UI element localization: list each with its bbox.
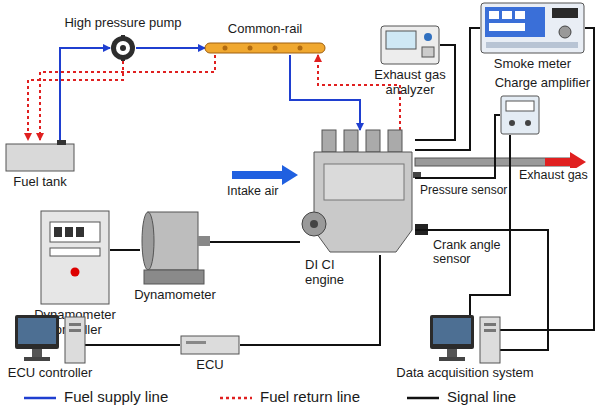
connector-line bbox=[210, 241, 300, 243]
connector-line bbox=[110, 249, 140, 251]
device-node: Charge amplifier bbox=[500, 95, 540, 135]
part-label: Intake air bbox=[226, 184, 279, 198]
device-node: Fuel tank bbox=[5, 140, 75, 172]
connector-line bbox=[240, 255, 380, 345]
computer-icon bbox=[430, 315, 500, 363]
connector-line bbox=[290, 55, 360, 130]
legend-sample bbox=[218, 388, 254, 408]
intake-arrow bbox=[232, 165, 298, 185]
part-label: Exhaust gas bbox=[518, 168, 589, 182]
fuel-tank-icon bbox=[5, 140, 75, 172]
device-node: Dynamometer bbox=[140, 200, 210, 285]
legend-text: Fuel return line bbox=[260, 389, 360, 406]
legend-sample bbox=[405, 388, 441, 408]
device-label: High pressure pump bbox=[64, 16, 181, 31]
part-label: Crank angle sensor bbox=[432, 238, 506, 266]
device-label: Exhaust gas analyzer bbox=[370, 68, 450, 97]
device-label: DI CI engine bbox=[305, 258, 355, 287]
part-label: Pressure sensor bbox=[419, 184, 508, 197]
connector-line bbox=[136, 47, 205, 49]
charge-amplifier-icon bbox=[500, 95, 540, 135]
smoke-meter-icon bbox=[480, 2, 585, 54]
connector-line bbox=[415, 115, 500, 178]
engine-icon bbox=[300, 130, 415, 255]
device-label: Charge amplifier bbox=[495, 76, 590, 91]
device-node: Data acquisition system bbox=[430, 315, 500, 363]
controller-icon bbox=[40, 210, 110, 305]
analyzer-icon bbox=[380, 25, 440, 65]
connector-line bbox=[60, 48, 110, 140]
connector-line bbox=[28, 61, 123, 140]
device-node: Smoke meter bbox=[480, 2, 585, 54]
connector-line bbox=[470, 135, 510, 315]
connector-line bbox=[85, 344, 180, 346]
device-label: Common-rail bbox=[228, 22, 302, 37]
legend-sample bbox=[22, 388, 58, 408]
pump-icon bbox=[110, 35, 136, 61]
device-node: ECU bbox=[180, 335, 240, 355]
device-label: ECU controller bbox=[8, 366, 93, 381]
legend-text: Signal line bbox=[447, 389, 516, 406]
device-node: DI CI engine bbox=[300, 130, 415, 255]
computer-icon bbox=[15, 315, 85, 363]
device-node: High pressure pump bbox=[110, 35, 136, 61]
common-rail-icon bbox=[205, 41, 325, 55]
device-label: ECU bbox=[196, 358, 223, 373]
device-label: Dynamometer bbox=[134, 288, 216, 303]
device-label: Fuel tank bbox=[13, 175, 66, 190]
connector-line bbox=[40, 55, 215, 140]
device-node: Common-rail bbox=[205, 41, 325, 55]
device-node: Exhaust gas analyzer bbox=[380, 25, 440, 65]
device-label: Data acquisition system bbox=[396, 366, 533, 381]
ecu-icon bbox=[180, 335, 240, 355]
device-label: Smoke meter bbox=[494, 57, 571, 72]
legend-text: Fuel supply line bbox=[64, 389, 168, 406]
dynamometer-icon bbox=[140, 200, 210, 285]
device-node: ECU controller bbox=[15, 315, 85, 363]
device-node: Dynamometer controller bbox=[40, 210, 110, 305]
